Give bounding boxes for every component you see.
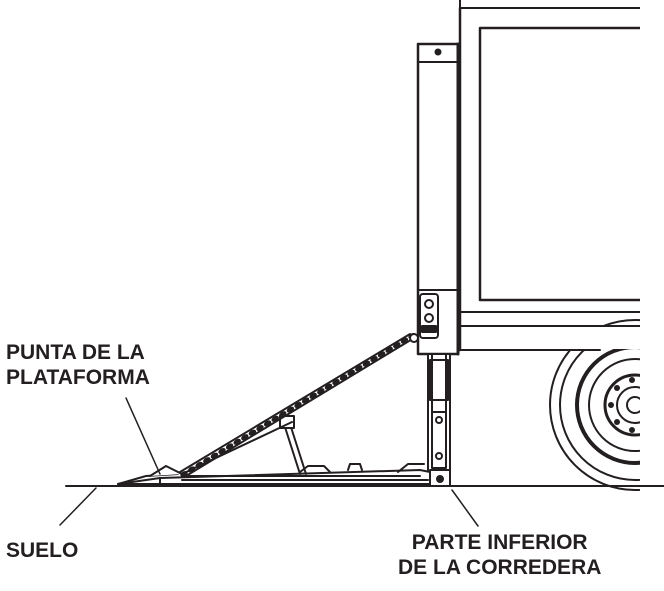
chain-link: [286, 406, 295, 413]
control-box: [419, 293, 439, 339]
chain-link: [279, 411, 287, 418]
label-platform-tip-line2: PLATAFORMA: [6, 366, 150, 389]
lift-tower: [416, 42, 460, 356]
chain-link: [324, 383, 333, 390]
chain-link: [248, 429, 257, 436]
lift-chain: [179, 332, 419, 478]
chain-link: [393, 342, 401, 349]
chain-link: [271, 415, 279, 422]
chain-link: [339, 374, 348, 381]
leader-platform-tip: [125, 397, 161, 475]
slide-rail: [427, 353, 451, 487]
chain-link: [203, 457, 211, 464]
platform: [117, 415, 431, 487]
leader-slide-bottom: [451, 489, 479, 527]
chain-link: [301, 397, 310, 404]
label-slide-bottom-line1: PARTE INFERIOR: [411, 531, 588, 554]
label-platform-tip: PUNTA DE LA PLATAFORMA: [6, 340, 150, 390]
label-platform-tip-line1: PUNTA DE LA: [6, 341, 145, 364]
chain-link: [233, 438, 241, 445]
chain-link: [347, 369, 355, 376]
chain-link: [400, 337, 409, 344]
chain-link: [370, 355, 378, 363]
chain-link: [210, 452, 219, 459]
chain-link: [241, 434, 249, 441]
label-slide-bottom-line2: DE LA CORREDERA: [398, 556, 602, 579]
chain-link: [180, 470, 188, 478]
vehicle-body: [458, 0, 640, 491]
chain-link: [218, 447, 226, 455]
chain-link: [362, 360, 371, 367]
chain-link: [187, 466, 196, 473]
chain-link: [385, 346, 393, 353]
chain-link: [256, 424, 264, 432]
chain-link: [355, 365, 363, 372]
chain-link: [332, 378, 340, 386]
leader-lines: [59, 397, 479, 527]
chain-link: [377, 351, 386, 358]
chain-link: [225, 443, 234, 450]
leader-ground: [59, 487, 97, 526]
label-ground: SUELO: [6, 539, 79, 562]
chain-link: [317, 388, 325, 395]
chain-link: [294, 401, 302, 409]
label-slide-bottom: PARTE INFERIOR DE LA CORREDERA: [398, 530, 601, 580]
chain-link: [195, 461, 203, 468]
chain-link: [309, 392, 317, 399]
chain-link: [263, 420, 272, 427]
